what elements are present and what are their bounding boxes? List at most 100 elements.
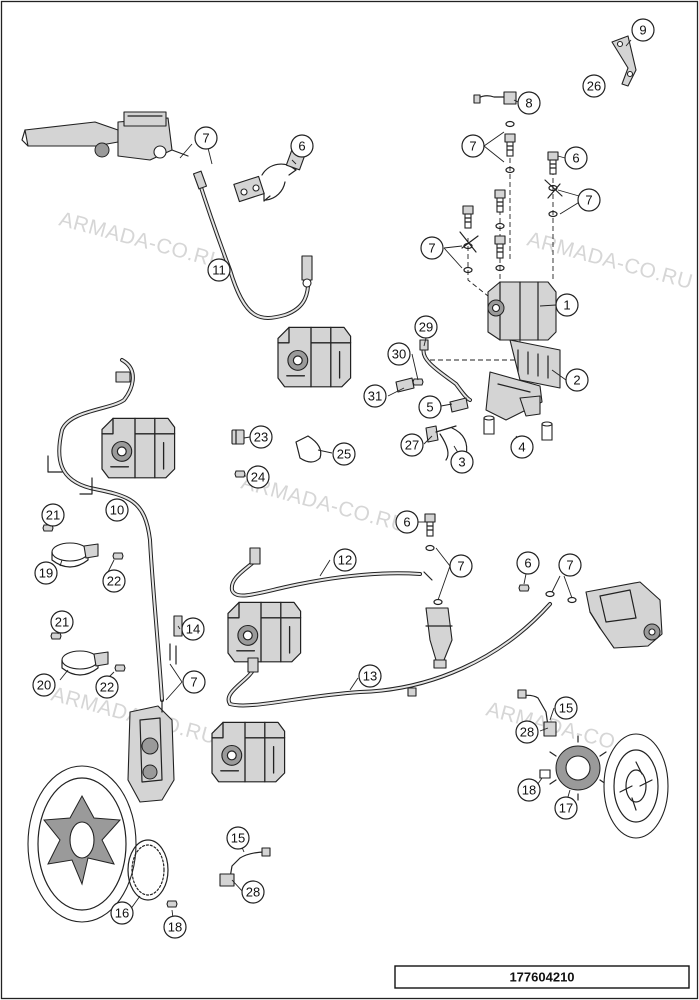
callout-19: 19 [34,561,58,585]
callout-1: 1 [555,293,579,317]
callout-7d: 7 [420,236,444,260]
callout-13: 13 [358,664,382,688]
callout-number: 18 [522,783,536,798]
small-parts-center [166,429,551,908]
callout-21a: 21 [41,503,65,527]
callout-20: 20 [32,673,56,697]
callout-number: 19 [39,566,53,581]
callout-10: 10 [105,498,129,522]
brake-hose-10 [47,358,164,702]
callout-number: 10 [110,503,124,518]
callout-number: 6 [524,556,531,571]
handbrake-master-cylinder [21,111,189,161]
drawing-number-box: 177604210 [394,965,690,989]
brake-hose-13 [226,602,552,708]
callout-number: 28 [246,885,260,900]
callout-17: 17 [554,796,578,820]
callout-26: 26 [582,74,606,98]
callout-number: 15 [231,831,245,846]
callout-30: 30 [387,342,411,366]
front-sensor-ring-16 [127,839,169,901]
drawing-number: 177604210 [509,970,574,985]
callout-number: 22 [100,680,114,695]
callout-number: 23 [254,430,268,445]
rear-caliper [518,581,663,649]
bracket-9 [611,35,637,87]
callout-number: 13 [363,669,377,684]
abs-module [430,150,557,372]
callout-number: 27 [405,438,419,453]
callout-6c: 6 [395,510,419,534]
callout-number: 15 [559,701,573,716]
callout-number: 7 [457,559,464,574]
callout-number: 25 [337,447,351,462]
callout-22b: 22 [95,675,119,699]
callout-28b: 28 [241,880,265,904]
callout-number: 7 [469,139,476,154]
brake-hose-11 [192,170,313,320]
callout-7f: 7 [558,553,582,577]
callout-number: 21 [55,615,69,630]
callout-21b: 21 [50,610,74,634]
callout-number: 7 [585,193,592,208]
callout-number: 31 [368,389,382,404]
callout-number: 4 [518,440,525,455]
abs-unit-ghost-1 [277,326,352,388]
banjo-bolt [233,147,307,203]
callout-5: 5 [418,395,442,419]
callout-18a: 18 [517,778,541,802]
rear-master-cylinder [423,513,453,669]
callout-15a: 15 [554,696,578,720]
callout-3: 3 [450,450,474,474]
hose-29 [419,339,472,402]
callout-22a: 22 [102,569,126,593]
callout-number: 17 [559,801,573,816]
callout-28a: 28 [515,720,539,744]
callout-6b: 6 [564,146,588,170]
front-brake-disc [27,765,137,923]
callout-number: 5 [426,400,433,415]
callout-number: 11 [212,263,226,278]
callout-25: 25 [332,442,356,466]
callout-18b: 18 [163,915,187,939]
callout-23: 23 [249,425,273,449]
front-caliper [127,699,175,803]
abs-unit-ghost-3 [227,601,302,663]
watermark-text: ARMADA-CO.RU [57,208,228,274]
callout-number: 8 [525,96,532,111]
callout-number: 21 [46,508,60,523]
callout-27: 27 [400,433,424,457]
callout-2: 2 [565,368,589,392]
callout-number: 2 [573,373,580,388]
callout-number: 7 [190,675,197,690]
callout-number: 22 [107,574,121,589]
callout-number: 14 [186,622,200,637]
callout-number: 30 [392,347,406,362]
callout-number: 1 [563,298,570,313]
callout-number: 28 [520,725,534,740]
callout-number: 18 [168,920,182,935]
callout-number: 9 [639,23,646,38]
rear-brake-disc [603,733,669,839]
callout-number: 6 [572,151,579,166]
callout-7a: 7 [194,126,218,150]
callout-number: 7 [428,241,435,256]
front-speed-sensor-15 [219,847,271,887]
callout-number: 7 [566,558,573,573]
abs-bracket [485,339,561,421]
callout-7c: 7 [577,188,601,212]
callout-15b: 15 [226,826,250,850]
callout-6a: 6 [290,134,314,158]
callout-7e: 7 [449,554,473,578]
callout-7g: 7 [182,670,206,694]
rear-sensor-ring-17 [539,735,607,801]
callout-6d: 6 [516,551,540,575]
callout-12: 12 [333,548,357,572]
callout-24: 24 [246,465,270,489]
callout-number: 6 [403,515,410,530]
callout-7b: 7 [461,134,485,158]
abs-unit-ghost-4 [211,721,286,783]
brake-hose-12 [229,547,422,598]
